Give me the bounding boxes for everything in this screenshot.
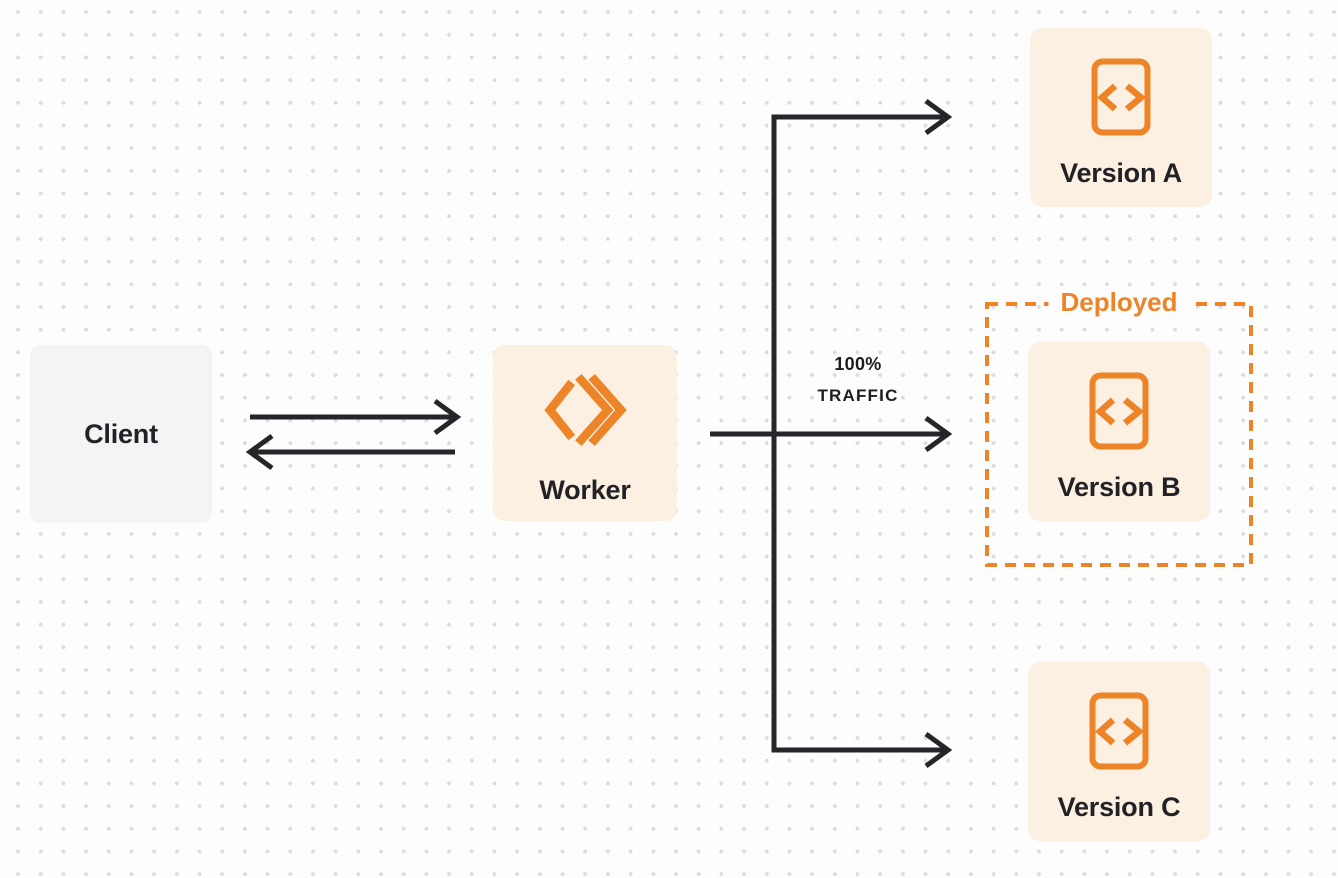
traffic-percent-label: 100% bbox=[834, 354, 882, 374]
client-to-worker-arrowhead-icon bbox=[433, 398, 462, 436]
code-file-icon bbox=[1089, 692, 1149, 775]
code-file-icon bbox=[1089, 372, 1149, 455]
workers-logo-icon bbox=[543, 373, 627, 452]
version-a-label: Version A bbox=[1060, 158, 1182, 188]
code-file-icon bbox=[1091, 58, 1151, 141]
version-b-node: Version B bbox=[1028, 342, 1210, 521]
deployed-badge: Deployed bbox=[1048, 287, 1190, 317]
deployed-dashed-border bbox=[985, 302, 1253, 567]
version-c-arrowhead-icon bbox=[924, 731, 953, 769]
worker-label: Worker bbox=[539, 475, 631, 505]
traffic-word-label: TRAFFIC bbox=[817, 386, 899, 405]
worker-to-client-arrowhead-icon bbox=[245, 433, 274, 471]
worker-node: Worker bbox=[493, 345, 677, 521]
client-label: Client bbox=[84, 419, 158, 449]
version-b-label: Version B bbox=[1057, 472, 1181, 502]
version-c-label: Version C bbox=[1057, 792, 1181, 822]
branch-trunk-line bbox=[771, 114, 944, 753]
version-b-arrowhead-icon bbox=[924, 415, 953, 453]
deployed-frame: Deployed bbox=[985, 287, 1253, 567]
traffic-annotation: 100% TRAFFIC bbox=[795, 348, 921, 412]
version-a-arrowhead-icon bbox=[924, 98, 953, 136]
client-node: Client bbox=[30, 345, 212, 523]
version-a-node: Version A bbox=[1030, 28, 1212, 207]
version-c-node: Version C bbox=[1028, 662, 1210, 841]
